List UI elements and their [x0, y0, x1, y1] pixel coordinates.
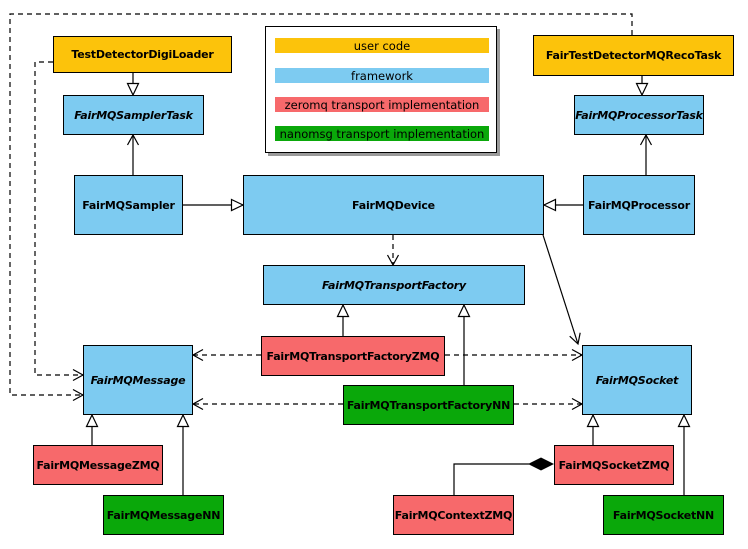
class-box-fairmqsamplertask: FairMQSamplerTask — [63, 95, 204, 135]
class-label: FairMQDevice — [352, 198, 435, 212]
class-box-testdetectordigiloader: TestDetectorDigiLoader — [53, 36, 232, 73]
class-label: FairMQMessageZMQ — [36, 458, 160, 472]
composition-contextzmq-to-socketzmq — [453, 463, 529, 495]
association-device-to-socket — [542, 234, 581, 346]
composition-diamond — [528, 457, 554, 471]
class-label: FairMQMessage — [90, 373, 186, 387]
class-label: FairMQSocketZMQ — [558, 458, 670, 472]
legend-item-zeromq: zeromq transport implementation — [275, 97, 489, 112]
legend-label: user code — [353, 38, 411, 53]
legend-item-nanomsg: nanomsg transport implementation — [275, 126, 489, 141]
class-box-fairmqmessage: FairMQMessage — [83, 345, 193, 415]
class-box-fairmqdevice: FairMQDevice — [243, 175, 544, 235]
class-label: FairMQTransportFactoryZMQ — [266, 349, 440, 363]
legend-item-framework: framework — [275, 68, 489, 83]
legend-label: framework — [351, 68, 413, 83]
class-box-fairmqcontextzmq: FairMQContextZMQ — [393, 495, 514, 535]
class-box-fairmqprocessor: FairMQProcessor — [583, 175, 695, 235]
class-box-fairmqsocket: FairMQSocket — [582, 345, 692, 415]
class-label: FairMQProcessorTask — [575, 108, 703, 122]
class-label: FairMQProcessor — [588, 198, 690, 212]
dependency-digiloader-to-message — [34, 61, 85, 382]
legend-label: nanomsg transport implementation — [279, 126, 485, 141]
class-label: FairMQContextZMQ — [394, 508, 513, 522]
legend-item-user-code: user code — [275, 38, 489, 53]
class-box-fairmqmessagezmq: FairMQMessageZMQ — [33, 445, 163, 485]
class-label: TestDetectorDigiLoader — [71, 48, 214, 61]
class-label: FairMQSocketNN — [612, 508, 715, 522]
class-box-fairmqsocketzmq: FairMQSocketZMQ — [554, 445, 674, 485]
class-box-fairmqtransportfactoryzmq: FairMQTransportFactoryZMQ — [261, 336, 445, 376]
class-label: FairMQSampler — [82, 198, 175, 212]
class-label: FairMQMessageNN — [106, 508, 221, 522]
legend-box: user code framework zeromq transport imp… — [265, 26, 497, 153]
class-label: FairMQTransportFactory — [321, 278, 466, 292]
class-label: FairMQTransportFactoryNN — [346, 398, 511, 412]
legend-label: zeromq transport implementation — [284, 97, 480, 112]
class-box-fairmqmessagenn: FairMQMessageNN — [103, 495, 224, 535]
dependency-recotask-to-message — [9, 13, 633, 402]
class-label: FairMQSocket — [595, 373, 679, 387]
class-box-fairmqtransportfactorynn: FairMQTransportFactoryNN — [343, 385, 514, 425]
class-label: FairTestDetectorMQRecoTask — [545, 49, 722, 62]
class-box-fairmqtransportfactory: FairMQTransportFactory — [263, 265, 525, 305]
class-box-fairtestdetectormqrecotask: FairTestDetectorMQRecoTask — [533, 35, 734, 76]
class-box-fairmqsampler: FairMQSampler — [74, 175, 183, 235]
class-label: FairMQSamplerTask — [74, 108, 193, 122]
class-box-fairmqsocketnn: FairMQSocketNN — [603, 495, 724, 535]
class-box-fairmqprocessortask: FairMQProcessorTask — [574, 95, 704, 135]
